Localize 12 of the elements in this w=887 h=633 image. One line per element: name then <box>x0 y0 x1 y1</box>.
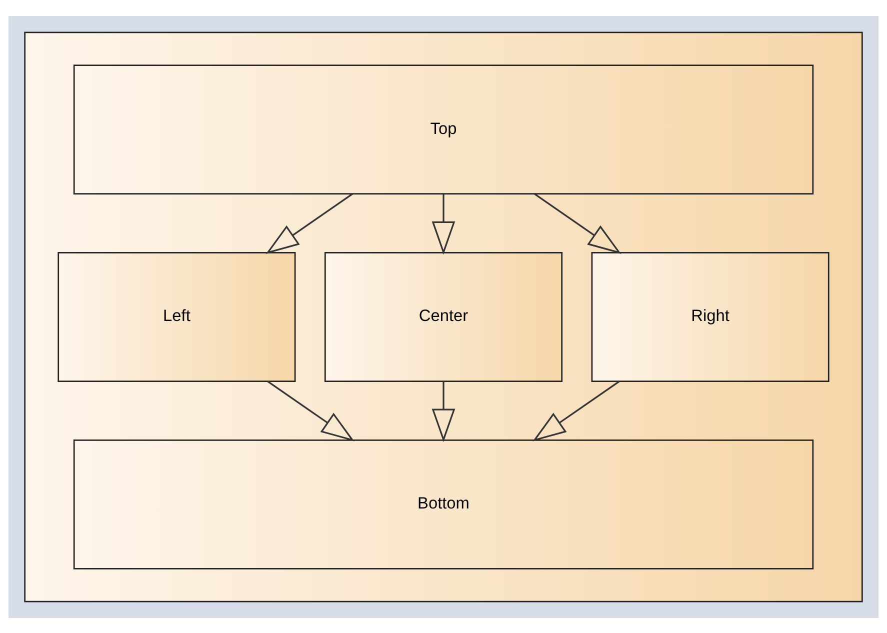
arrow <box>267 380 354 441</box>
arrow <box>532 380 620 441</box>
node-box: Right <box>591 252 830 382</box>
arrow <box>534 192 622 254</box>
node-box: Bottom <box>73 438 814 569</box>
arrow <box>266 192 353 254</box>
node-box: Left <box>58 252 296 382</box>
node-box: Center <box>324 252 563 382</box>
node-box: Top <box>73 64 814 194</box>
arrow <box>432 193 456 254</box>
cluster <box>24 31 863 602</box>
arrow <box>432 380 456 442</box>
